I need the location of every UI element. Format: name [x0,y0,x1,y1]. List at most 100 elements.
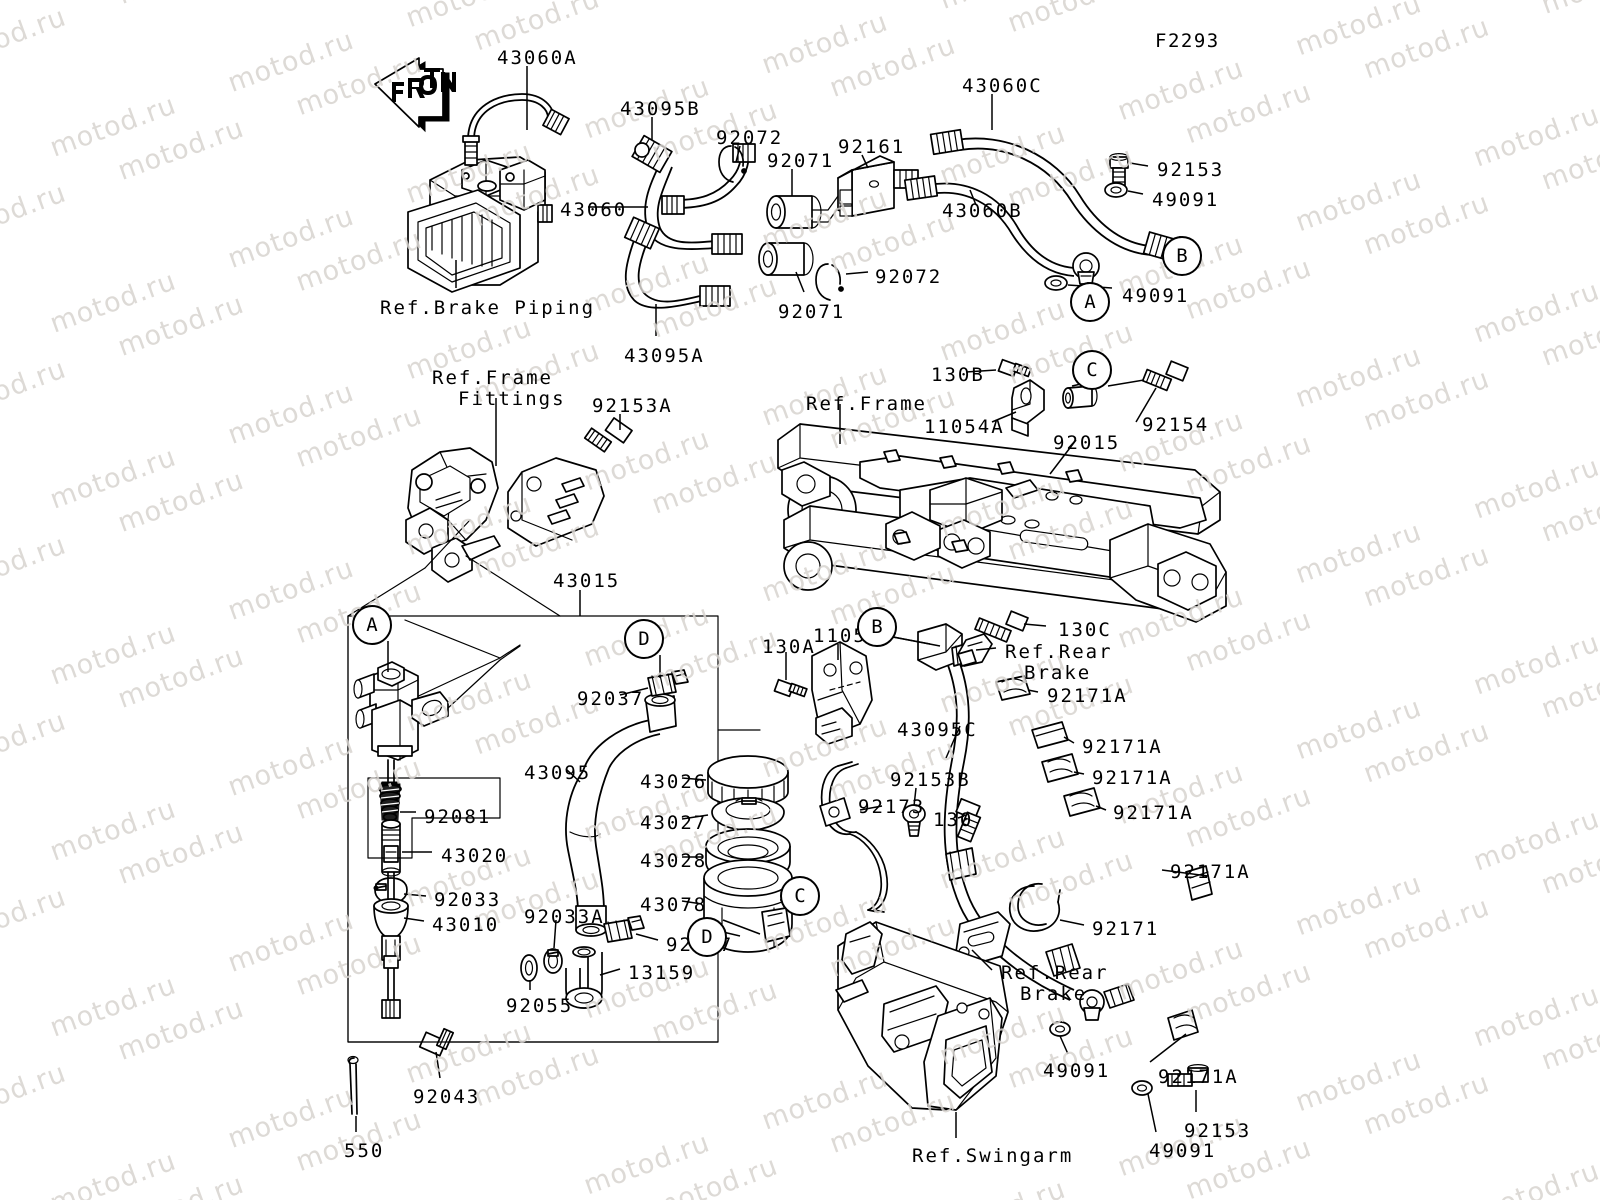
callout-43028: 43028 [640,850,708,872]
ref-circle-c-3: C [1072,350,1112,390]
ref-frame-illustration [777,423,1227,623]
callout-43060: 43060 [560,199,628,221]
callout-92171a: 92171A [1092,767,1173,789]
clamp-92171a-1 [995,675,1031,701]
callout-fittings: Fittings [458,388,566,410]
bolt-92153-bottom [1167,1063,1209,1087]
oring-92055 [520,954,538,982]
callout-ref-rear: Ref.Rear [1005,641,1113,663]
banjo-end-43095c [1079,983,1135,1021]
connector-lines [347,615,761,1043]
callout-92153: 92153 [1157,159,1225,181]
ref-circle-c-7: C [780,876,820,916]
ref-rear-brake-bracket-upper [957,633,993,667]
reservoir-cap-43026 [707,755,789,807]
ref-circle-b-2: B [1162,236,1202,276]
washer-49091-lower-left [1049,1021,1071,1037]
bolt-130c [974,610,1029,643]
callout-43095: 43095 [524,762,592,784]
ref-circle-d-5: D [624,619,664,659]
bolt-130 [955,797,982,843]
bolt-130a [773,678,808,698]
clamp-92037-lower [603,915,645,943]
washer-49091-lower-right [1131,1080,1153,1096]
callout-92037: 92037 [577,688,645,710]
callout-92161: 92161 [838,136,906,158]
callout-43010: 43010 [432,914,500,936]
callout-92154: 92154 [1142,414,1210,436]
callout-92171a: 92171A [1170,861,1251,883]
ref-circle-a-1: A [1070,282,1110,322]
cotter-pin-550 [347,1055,359,1115]
callout-92153a: 92153A [592,395,673,417]
callout-brake: Brake [1020,983,1088,1005]
callout-92171a: 92171A [1047,685,1128,707]
callout-ref-rear: Ref.Rear [1001,962,1109,984]
washer-49091-top [1104,182,1128,198]
callout-ref-brake-piping: Ref.Brake Piping [380,297,596,319]
grommet-92071-lower [758,242,814,276]
bolt-130b [997,358,1032,378]
callout-130c: 130C [1058,619,1112,641]
callout-92033: 92033 [434,889,502,911]
callout-43078: 43078 [640,894,708,916]
callout-130a: 130A [762,636,816,658]
plate-43027 [711,797,785,831]
hose-43095b [631,134,743,255]
callout-92081: 92081 [424,806,492,828]
ref-circle-a-4: A [352,605,392,645]
grommet-92071-upper [766,195,822,229]
master-cylinder-pointer [404,619,521,701]
callout-92171a: 92171A [1082,736,1163,758]
callout-550: 550 [344,1140,385,1162]
hose-43095a [623,216,731,309]
abs-unit-illustration [407,156,553,293]
callout-49091: 49091 [1149,1140,1217,1162]
bracket-11054a [1011,379,1045,437]
piston-43020 [381,819,401,877]
callout-92071: 92071 [778,301,846,323]
callout-ref-swingarm: Ref.Swingarm [912,1145,1074,1167]
ref-circle-b-6: B [857,607,897,647]
callout-92171a: 92171A [1113,802,1194,824]
callout-43095b: 43095B [620,98,701,120]
cup-43010 [373,898,409,969]
bolt-92154 [1141,360,1189,392]
washer-49091-bottom [1044,275,1068,291]
callout-92055: 92055 [506,995,574,1017]
snapring-92033a [543,948,563,974]
callout-43095c: 43095C [897,719,978,741]
clamp-92171a-6 [1167,1009,1199,1041]
clamp-92171a-2 [1031,721,1069,749]
spring-92081 [378,781,402,822]
band-92072-upper [718,145,747,183]
callout-92153: 92153 [1184,1120,1252,1142]
callout-92071: 92071 [767,150,835,172]
callout-43026: 43026 [640,771,708,793]
front-arrow-icon [374,57,456,133]
callout-43060a: 43060A [497,47,578,69]
reservoir-hose-43095 [565,693,677,937]
callout-92033a: 92033A [524,906,605,928]
callout-brake: Brake [1024,662,1092,684]
bracket-11054 [811,641,873,745]
clamp-92171a-3 [1041,753,1079,783]
clamp-92171a-4 [1063,787,1101,817]
pipe-43060b [903,175,1100,285]
callout-130b: 130B [931,364,985,386]
callout-49091: 49091 [1122,285,1190,307]
callout-92015: 92015 [1053,432,1121,454]
callout-ref-frame: Ref.Frame [806,393,927,415]
band-92072-lower [815,263,844,301]
callout-43020: 43020 [441,845,509,867]
callout-11054a: 11054A [924,416,1005,438]
frame-fittings-bracket [405,447,605,583]
clamp-92171 [1008,882,1061,932]
callout-43060c: 43060C [962,75,1043,97]
callout-92072: 92072 [716,127,784,149]
ref-circle-d-8: D [687,917,727,957]
clamp-92037-upper [647,669,689,697]
pipe-43060a [462,93,570,166]
diagram-id: F2293 [1155,30,1220,52]
